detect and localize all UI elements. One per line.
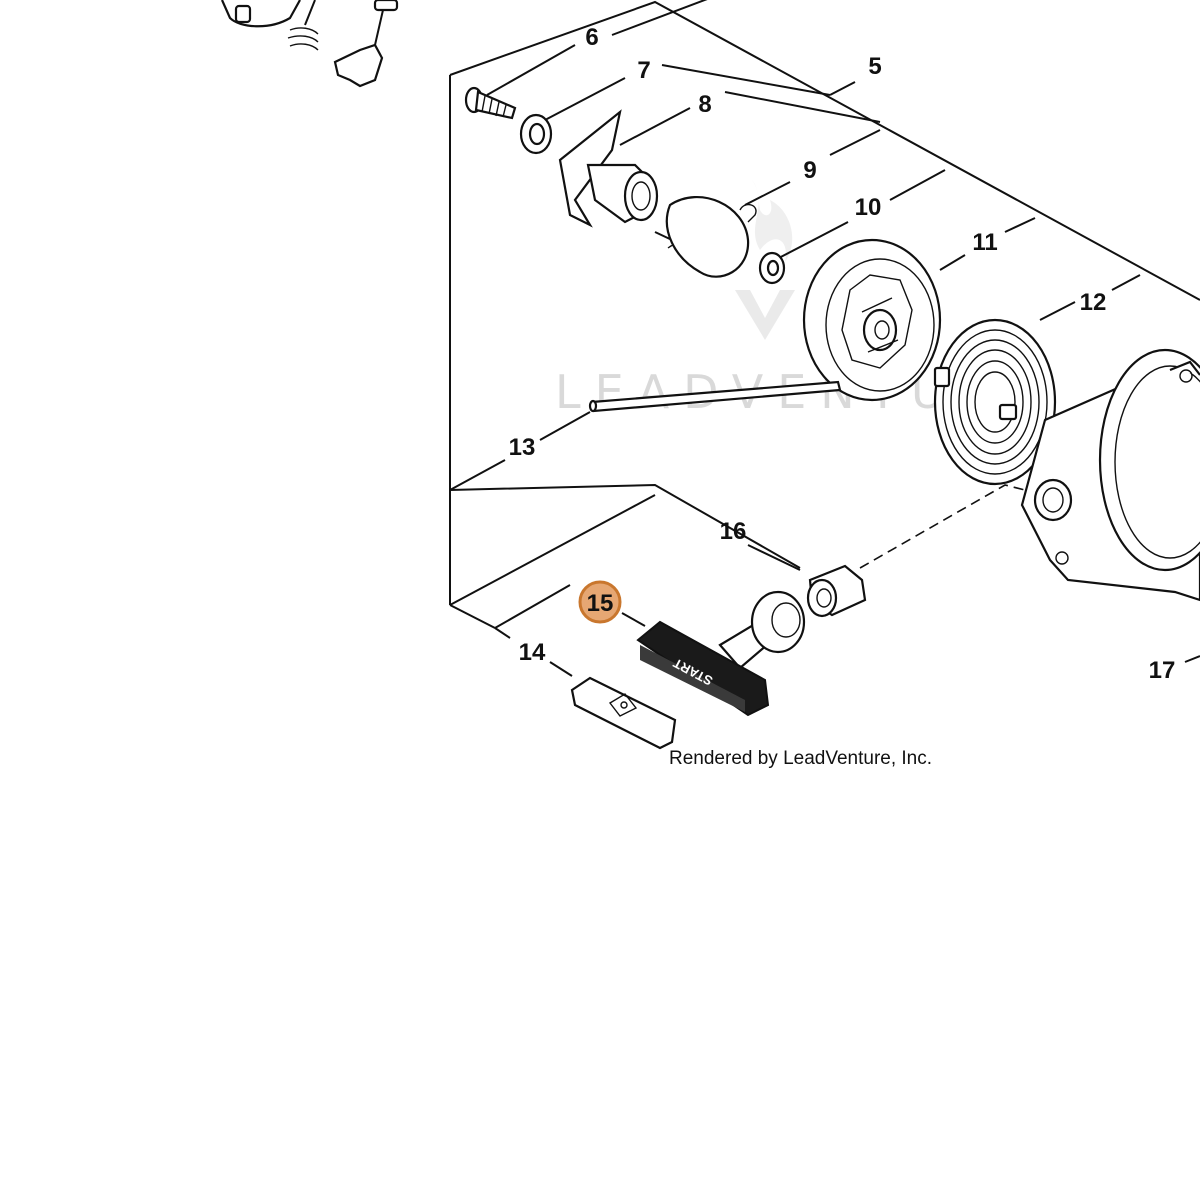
callout-15-highlight bbox=[578, 580, 622, 624]
part-8-pawl-carrier bbox=[558, 109, 659, 228]
part-17-fan-housing bbox=[1020, 348, 1200, 602]
callout-12[interactable]: 12 bbox=[1080, 289, 1107, 316]
callout-8[interactable]: 8 bbox=[698, 91, 711, 118]
part-14-handle-insert bbox=[570, 676, 677, 750]
part-16-bushing bbox=[806, 564, 867, 618]
watermark-logo bbox=[735, 180, 795, 340]
frame-lines bbox=[449, 0, 1200, 629]
callout-15[interactable]: 15 bbox=[587, 590, 614, 617]
part-7-washer bbox=[519, 113, 553, 155]
callout-13[interactable]: 13 bbox=[509, 434, 536, 461]
callout-labels: 6 7 5 8 9 10 11 12 13 16 15 14 17 bbox=[509, 24, 1176, 684]
part-11-rope-rotor bbox=[802, 238, 942, 402]
callout-11[interactable]: 11 bbox=[972, 229, 997, 256]
callout-14[interactable]: 14 bbox=[519, 639, 546, 666]
part-10-washer bbox=[758, 251, 786, 285]
callout-10[interactable]: 10 bbox=[855, 194, 882, 221]
part-6-screw bbox=[464, 86, 517, 120]
callout-5[interactable]: 5 bbox=[868, 53, 881, 80]
callout-17[interactable]: 17 bbox=[1149, 657, 1176, 684]
callout-6[interactable]: 6 bbox=[585, 24, 598, 51]
callout-7[interactable]: 7 bbox=[637, 57, 650, 84]
assembly-dashed-line bbox=[859, 484, 1046, 569]
part-9-spring bbox=[654, 195, 757, 278]
part-13-starter-rope bbox=[588, 380, 842, 413]
leader-lines bbox=[449, 0, 1200, 677]
part-12-rewind-spring bbox=[933, 318, 1057, 486]
callout-16[interactable]: 16 bbox=[720, 518, 747, 545]
render-credit: Rendered by LeadVenture, Inc. bbox=[669, 748, 932, 769]
part-15-starter-handle: START bbox=[636, 590, 806, 717]
callout-9[interactable]: 9 bbox=[803, 157, 816, 184]
top-left-partial-parts bbox=[220, 0, 399, 88]
